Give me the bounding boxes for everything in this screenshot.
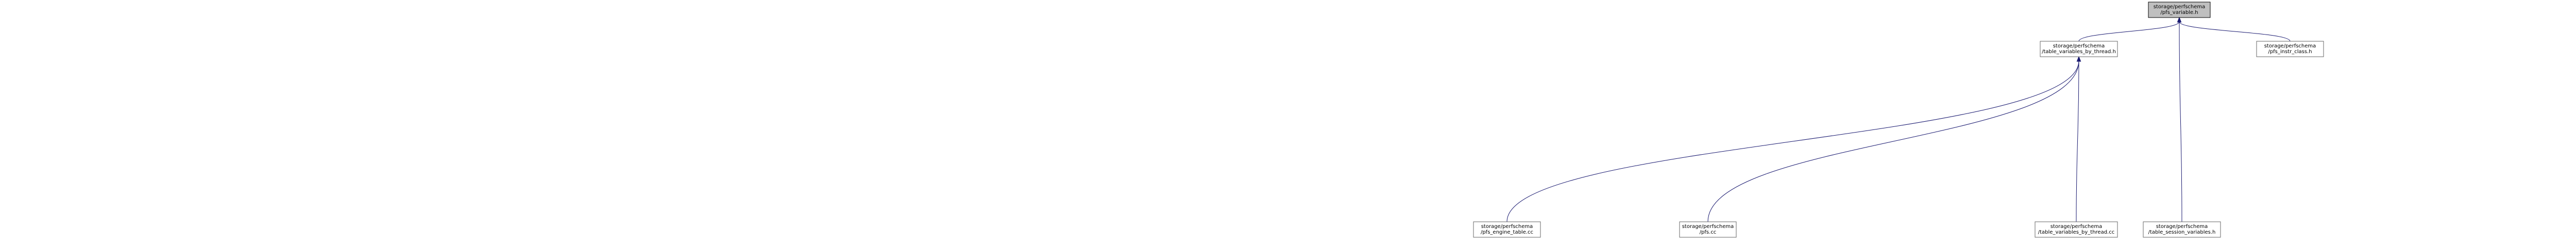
- include-edge: [2177, 17, 2182, 222]
- node-box: [2148, 2, 2211, 18]
- include-edge: [1506, 56, 2081, 222]
- node-box: [1473, 221, 1541, 238]
- edge-line: [1506, 60, 2079, 222]
- arrowhead-icon: [2076, 56, 2081, 62]
- include-edge: [2078, 17, 2182, 42]
- node-label: /pfs_engine_table.cc: [1481, 230, 1533, 235]
- node-label: storage/perfschema: [2050, 224, 2103, 230]
- edge-line: [2179, 21, 2291, 42]
- graph-node[interactable]: storage/perfschema/pfs.cc: [1679, 221, 1737, 238]
- node-label: /table_variables_by_thread.h: [2042, 49, 2116, 55]
- node-label: /pfs_variable.h: [2160, 10, 2198, 15]
- node-box: [2143, 221, 2221, 238]
- node-box: [2256, 41, 2324, 57]
- edge-line: [2076, 60, 2079, 222]
- node-label: /pfs_instr_class.h: [2268, 49, 2312, 55]
- node-label: storage/perfschema: [2053, 43, 2105, 49]
- node-label: /table_variables_by_thread.cc: [2038, 230, 2114, 235]
- include-edge: [2177, 17, 2291, 42]
- node-label: storage/perfschema: [1682, 224, 1734, 230]
- node-label: storage/perfschema: [2154, 4, 2206, 10]
- graph-node[interactable]: storage/perfschema/pfs_engine_table.cc: [1473, 221, 1541, 238]
- edge-line: [2078, 21, 2180, 42]
- graph-node[interactable]: storage/perfschema/pfs_instr_class.h: [2256, 41, 2324, 57]
- include-edge: [2076, 56, 2081, 222]
- edge-line: [1707, 60, 2079, 222]
- arrowhead-icon: [2177, 17, 2182, 23]
- node-label: /pfs.cc: [1700, 230, 1717, 235]
- nodes-layer: storage/perfschema/pfs_variable.hstorage…: [1473, 2, 2324, 238]
- edge-line: [2179, 21, 2182, 222]
- graph-node[interactable]: storage/perfschema/table_variables_by_th…: [2035, 221, 2118, 238]
- node-label: storage/perfschema: [1481, 224, 1533, 230]
- include-edge: [1707, 56, 2081, 222]
- graph-node[interactable]: storage/perfschema/table_session_variabl…: [2143, 221, 2221, 238]
- node-label: storage/perfschema: [2156, 224, 2208, 230]
- node-box: [1679, 221, 1737, 238]
- node-label: /table_session_variables.h: [2148, 230, 2216, 235]
- node-box: [2035, 221, 2118, 238]
- graph-root-node: storage/perfschema/pfs_variable.h: [2148, 2, 2211, 18]
- graph-node[interactable]: storage/perfschema/table_variables_by_th…: [2040, 41, 2118, 57]
- node-box: [2040, 41, 2118, 57]
- edges-layer: [1506, 17, 2291, 222]
- node-label: storage/perfschema: [2264, 43, 2316, 49]
